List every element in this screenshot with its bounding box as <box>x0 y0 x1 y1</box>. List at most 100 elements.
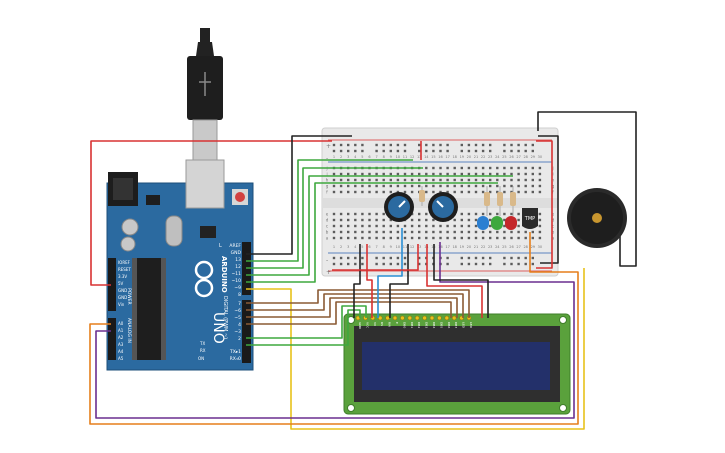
rail-hole[interactable] <box>503 262 506 266</box>
breadboard-hole[interactable] <box>432 236 435 240</box>
breadboard-hole[interactable] <box>389 178 392 182</box>
rail-hole[interactable] <box>460 149 463 153</box>
breadboard-hole[interactable] <box>418 184 421 188</box>
breadboard-hole[interactable] <box>354 224 357 228</box>
breadboard-hole[interactable] <box>389 190 392 194</box>
breadboard-hole[interactable] <box>410 224 414 228</box>
rail-hole[interactable] <box>403 262 407 266</box>
breadboard-hole[interactable] <box>439 236 442 240</box>
breadboard-hole[interactable] <box>432 166 435 170</box>
breadboard-hole[interactable] <box>489 166 492 170</box>
breadboard-hole[interactable] <box>474 218 478 222</box>
breadboard-hole[interactable] <box>439 166 442 170</box>
rail-hole[interactable] <box>389 149 392 153</box>
lcd-pin[interactable] <box>429 315 435 321</box>
breadboard-hole[interactable] <box>375 218 378 222</box>
breadboard-hole[interactable] <box>403 190 407 194</box>
rail-hole[interactable] <box>403 149 407 153</box>
breadboard-hole[interactable] <box>375 224 378 228</box>
breadboard-hole[interactable] <box>432 224 435 228</box>
rail-hole[interactable] <box>446 149 449 153</box>
breadboard-hole[interactable] <box>361 212 364 216</box>
breadboard-hole[interactable] <box>524 172 527 176</box>
rail-hole[interactable] <box>354 256 357 260</box>
rail-hole[interactable] <box>446 256 449 260</box>
rail-hole[interactable] <box>339 256 343 260</box>
lcd-pin[interactable] <box>444 315 450 321</box>
breadboard-hole[interactable] <box>439 230 442 234</box>
breadboard-hole[interactable] <box>439 178 442 182</box>
breadboard-hole[interactable] <box>410 236 414 240</box>
breadboard-hole[interactable] <box>339 218 343 222</box>
rail-hole[interactable] <box>389 143 392 147</box>
breadboard-hole[interactable] <box>453 184 456 188</box>
breadboard-hole[interactable] <box>496 190 499 194</box>
breadboard-hole[interactable] <box>503 236 506 240</box>
breadboard-hole[interactable] <box>460 230 463 234</box>
breadboard-hole[interactable] <box>339 212 343 216</box>
breadboard-hole[interactable] <box>496 184 499 188</box>
rail-hole[interactable] <box>481 262 485 266</box>
breadboard-hole[interactable] <box>517 218 520 222</box>
breadboard-hole[interactable] <box>425 224 428 228</box>
breadboard-hole[interactable] <box>368 212 371 216</box>
rail-hole[interactable] <box>531 143 534 147</box>
rail-hole[interactable] <box>382 149 385 153</box>
breadboard-hole[interactable] <box>396 172 400 176</box>
breadboard-hole[interactable] <box>375 178 378 182</box>
reset-button-cap[interactable] <box>235 192 245 202</box>
breadboard-hole[interactable] <box>425 172 428 176</box>
breadboard-hole[interactable] <box>410 230 414 234</box>
breadboard-hole[interactable] <box>453 218 456 222</box>
breadboard-hole[interactable] <box>467 184 471 188</box>
breadboard-hole[interactable] <box>538 190 542 194</box>
breadboard-hole[interactable] <box>489 230 492 234</box>
rail-hole[interactable] <box>460 256 463 260</box>
breadboard-hole[interactable] <box>403 224 407 228</box>
breadboard-hole[interactable] <box>375 172 378 176</box>
rail-hole[interactable] <box>354 149 357 153</box>
rail-hole[interactable] <box>425 149 428 153</box>
breadboard-hole[interactable] <box>389 184 392 188</box>
lcd-pin[interactable] <box>451 315 457 321</box>
breadboard-hole[interactable] <box>439 224 442 228</box>
breadboard-hole[interactable] <box>481 166 485 170</box>
breadboard-hole[interactable] <box>496 230 499 234</box>
lcd-pin[interactable] <box>407 315 413 321</box>
breadboard-hole[interactable] <box>382 178 385 182</box>
breadboard-hole[interactable] <box>538 218 542 222</box>
breadboard-hole[interactable] <box>432 184 435 188</box>
rail-hole[interactable] <box>382 256 385 260</box>
breadboard-hole[interactable] <box>489 236 492 240</box>
breadboard-hole[interactable] <box>467 230 471 234</box>
breadboard-hole[interactable] <box>403 230 407 234</box>
rail-hole[interactable] <box>396 149 400 153</box>
rail-hole[interactable] <box>524 143 527 147</box>
breadboard-hole[interactable] <box>489 190 492 194</box>
breadboard-hole[interactable] <box>361 178 364 182</box>
breadboard-hole[interactable] <box>531 166 534 170</box>
breadboard-hole[interactable] <box>396 224 400 228</box>
rail-hole[interactable] <box>347 143 350 147</box>
potentiometer-right[interactable] <box>428 192 458 222</box>
breadboard-hole[interactable] <box>538 184 542 188</box>
rail-hole[interactable] <box>517 262 520 266</box>
rail-hole[interactable] <box>332 143 336 147</box>
breadboard-hole[interactable] <box>375 230 378 234</box>
breadboard-hole[interactable] <box>481 212 485 216</box>
breadboard-hole[interactable] <box>354 178 357 182</box>
rail-hole[interactable] <box>332 149 336 153</box>
breadboard-hole[interactable] <box>481 172 485 176</box>
breadboard-hole[interactable] <box>474 190 478 194</box>
breadboard-hole[interactable] <box>489 224 492 228</box>
rail-hole[interactable] <box>503 143 506 147</box>
breadboard-hole[interactable] <box>403 178 407 182</box>
rail-hole[interactable] <box>517 149 520 153</box>
rail-hole[interactable] <box>531 256 534 260</box>
rail-hole[interactable] <box>524 149 527 153</box>
rail-hole[interactable] <box>382 262 385 266</box>
rail-hole[interactable] <box>467 143 471 147</box>
breadboard-hole[interactable] <box>510 172 513 176</box>
breadboard-hole[interactable] <box>418 212 421 216</box>
lcd-pin[interactable] <box>414 315 420 321</box>
